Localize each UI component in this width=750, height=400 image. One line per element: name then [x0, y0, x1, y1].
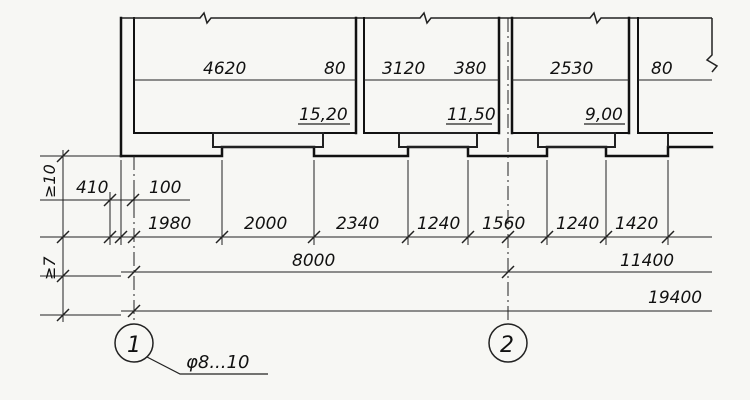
- diameter-callout: φ8...10: [146, 352, 268, 375]
- dim-1980: 1980: [148, 214, 191, 234]
- room-3-width: 2530: [550, 59, 593, 79]
- axis-2-label: 2: [500, 333, 514, 358]
- room-3-area: 9,00: [585, 105, 623, 125]
- dim-1240-a: 1240: [417, 214, 460, 234]
- offset-410: 410: [76, 178, 108, 198]
- extension-lines: [40, 155, 669, 316]
- dim-2000: 2000: [244, 214, 287, 234]
- offset-dimensions: 410 100: [73, 178, 190, 208]
- dim-1420: 1420: [615, 214, 658, 234]
- axis-1-label: 1: [127, 333, 141, 358]
- axis-marker-1: 1: [114, 323, 154, 363]
- room-2-wall: 380: [454, 59, 486, 79]
- overall-19400: 19400: [648, 288, 702, 308]
- span-11400: 11400: [620, 251, 674, 271]
- vertical-min-10: ≥10: [40, 164, 59, 198]
- diameter-label: φ8...10: [186, 352, 249, 373]
- dimension-chain-row: 1980 2000 2340 1240 1560 1240 1420: [110, 214, 712, 244]
- vertical-dimension-chain: ≥10 ≥7: [40, 149, 117, 322]
- dim-2340: 2340: [336, 214, 379, 234]
- axis-marker-2: 2: [488, 323, 528, 363]
- room-2-width: 3120: [382, 59, 425, 79]
- span-dimension-row: 8000 11400: [121, 251, 712, 279]
- span-8000: 8000: [292, 251, 335, 271]
- dim-1560: 1560: [482, 214, 525, 234]
- room-1-wall: 80: [324, 59, 346, 79]
- room-dimension-texts: 4620 80 3120 380 2530 80 15,20 11,50 9,0…: [203, 59, 673, 125]
- overall-dimension-row: 19400: [121, 288, 712, 318]
- room-1-width: 4620: [203, 59, 246, 79]
- building-walls: [119, 11, 719, 158]
- grid-axis-lines: [133, 18, 509, 322]
- room-1-area: 15,20: [299, 105, 348, 125]
- offset-100: 100: [149, 178, 181, 198]
- dim-1240-b: 1240: [556, 214, 599, 234]
- vertical-min-7: ≥7: [40, 256, 59, 280]
- room-2-area: 11,50: [447, 105, 496, 125]
- room-dimension-lines: [134, 79, 712, 125]
- room-3-wall: 80: [651, 59, 673, 79]
